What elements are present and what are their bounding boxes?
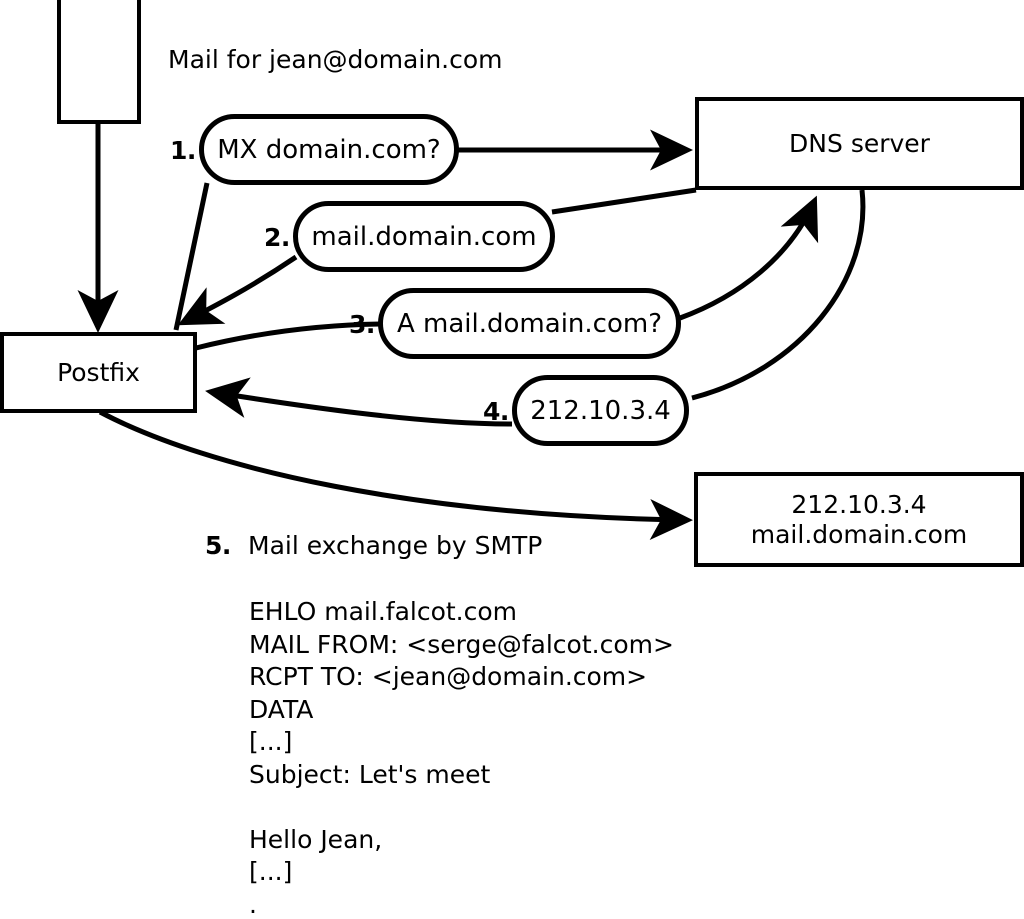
arrow-dns-to-step2-tail	[551, 187, 697, 215]
step-3-label: A mail.domain.com?	[397, 308, 662, 339]
step-2-number: 2.	[264, 223, 290, 252]
step-3-bubble: A mail.domain.com?	[378, 288, 681, 359]
mail-server-hostname: mail.domain.com	[750, 519, 968, 549]
step-3-number: 3.	[349, 310, 375, 339]
step-4-number: 4.	[483, 397, 509, 426]
postfix-label: Postfix	[57, 357, 140, 387]
arrow-step2-to-postfix	[177, 254, 298, 326]
step-2-label: mail.domain.com	[311, 221, 537, 252]
smtp-transcript: EHLO mail.falcot.com MAIL FROM: <serge@f…	[249, 597, 674, 919]
step-1-bubble: MX domain.com?	[199, 114, 459, 185]
dns-server-label: DNS server	[789, 128, 930, 158]
sender-box	[57, 0, 141, 124]
step-1-number: 1.	[170, 136, 196, 165]
step-4-bubble: 212.10.3.4	[512, 375, 689, 446]
arrow-step4-to-postfix	[205, 377, 513, 427]
step-4-label: 212.10.3.4	[530, 395, 671, 426]
postfix-box: Postfix	[0, 332, 197, 413]
arrow-dns-to-step4-tail	[691, 189, 866, 401]
step-2-bubble: mail.domain.com	[293, 201, 555, 272]
page-title: Mail for jean@domain.com	[168, 45, 503, 74]
step-1-label: MX domain.com?	[217, 134, 441, 165]
arrow-step1-tail-to-postfix	[173, 182, 210, 331]
mail-server-box: 212.10.3.4 mail.domain.com	[694, 472, 1024, 567]
mail-server-ip: 212.10.3.4	[791, 490, 927, 519]
step-5-number: 5.	[205, 531, 231, 560]
dns-server-box: DNS server	[695, 97, 1024, 190]
arrow-step3-to-dns	[679, 195, 819, 321]
step-5-label: Mail exchange by SMTP	[248, 531, 543, 560]
